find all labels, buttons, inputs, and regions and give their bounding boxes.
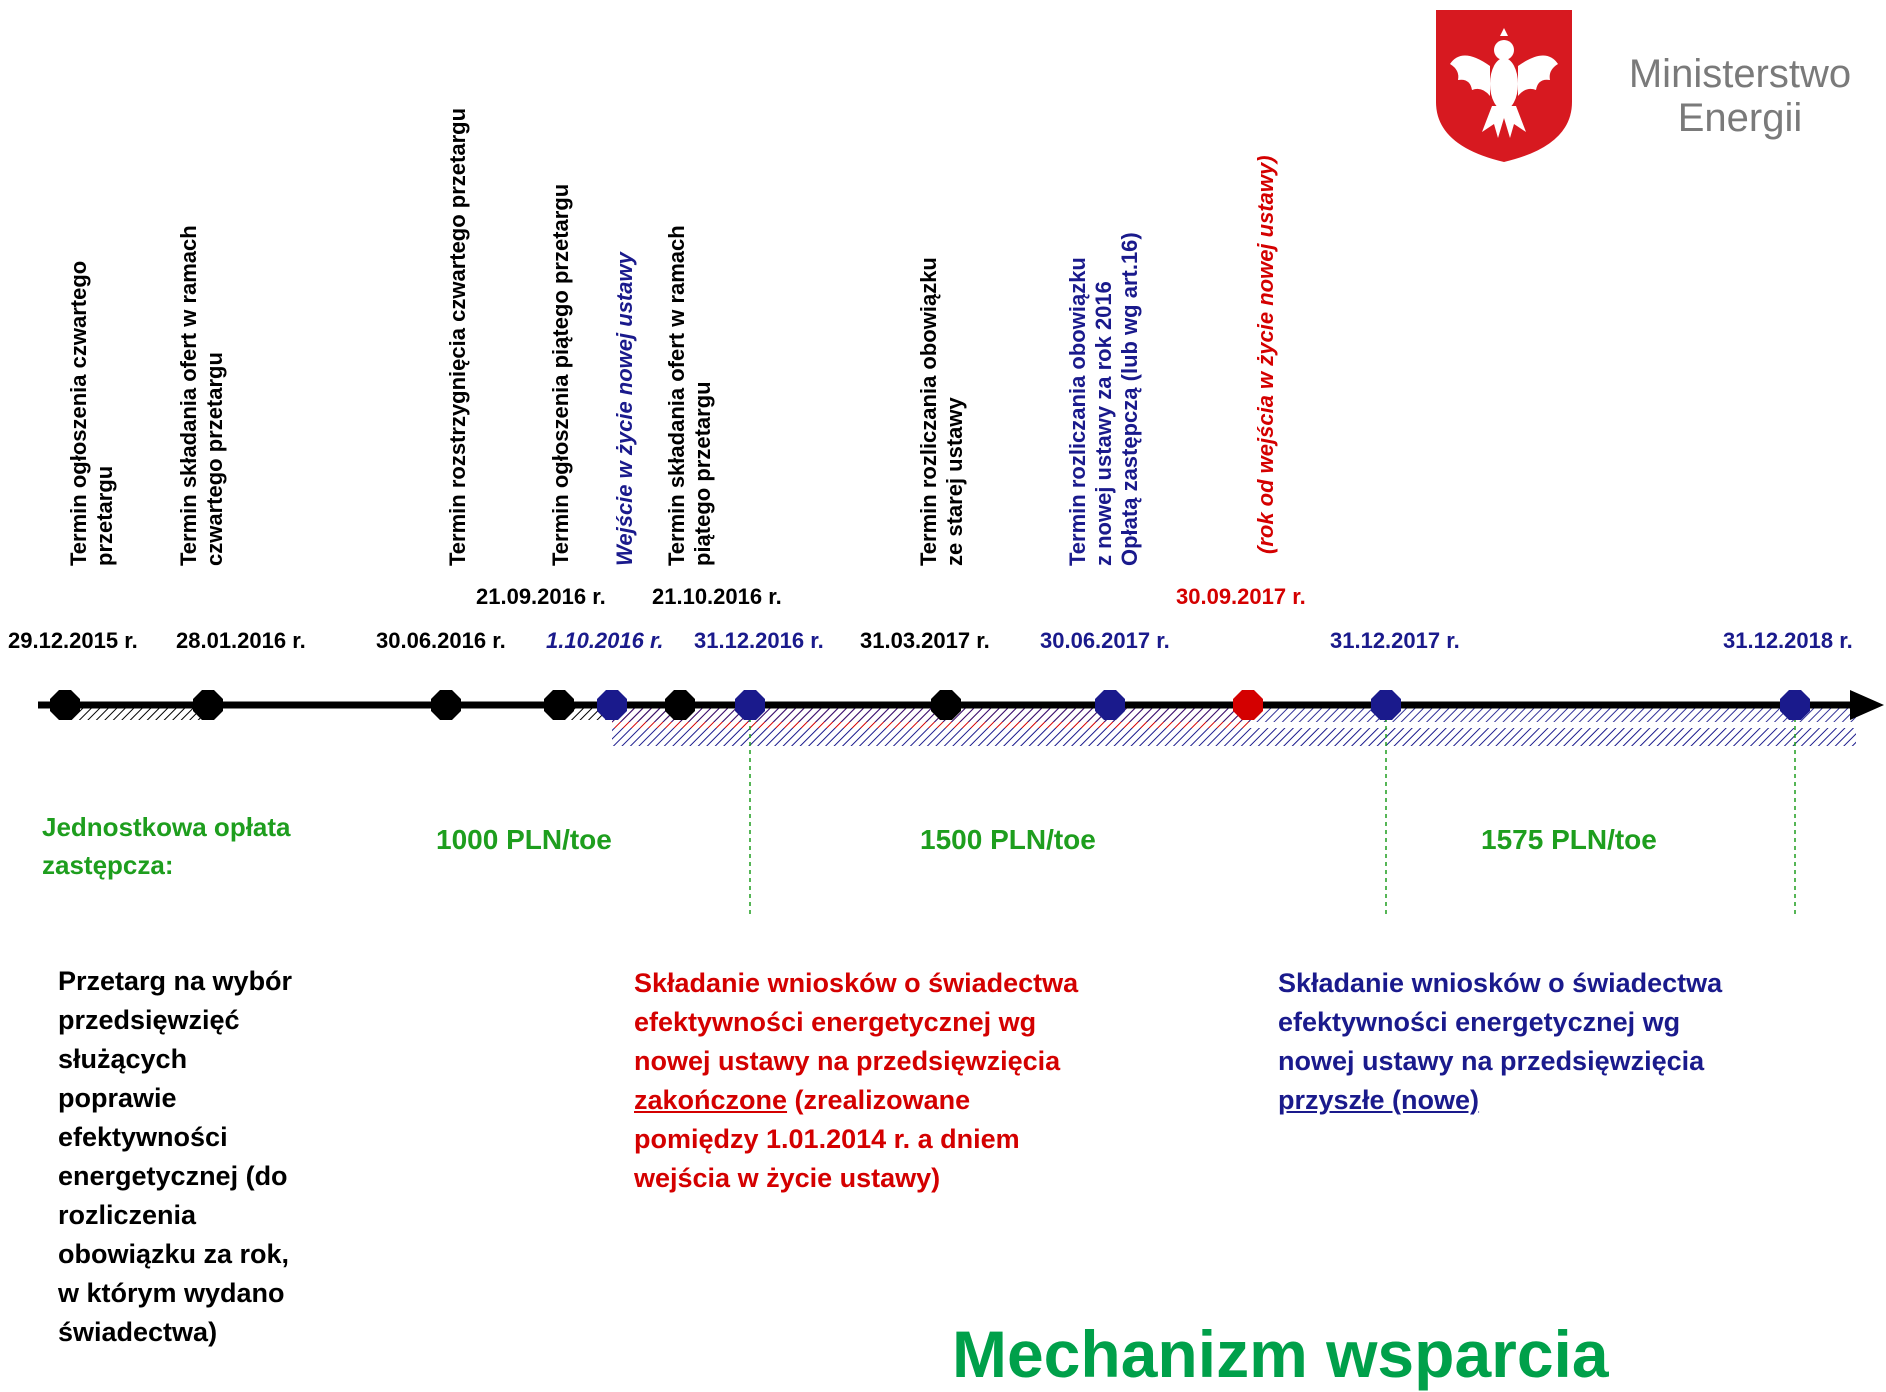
date-2016-10-01: 1.10.2016 r.: [546, 628, 664, 653]
label-new-act-entry: Wejście w życie nowej ustawy: [612, 252, 637, 566]
date-2016-10-21: 21.10.2016 r.: [652, 584, 782, 609]
date-2017-12-31: 31.12.2017 r.: [1330, 628, 1460, 653]
marker-2016-10-21: [665, 690, 695, 720]
date-2016-09-21: 21.09.2016 r.: [476, 584, 606, 609]
new-projects-underlined: przyszłe (nowe): [1278, 1085, 1480, 1115]
marker-2017-09-30: [1233, 690, 1263, 720]
label-tender5-offers: Termin składania ofert w ramach piątego …: [664, 225, 715, 566]
label-tender4-offers: Termin składania ofert w ramach czwarteg…: [176, 225, 227, 566]
label-one-year-after-act: (rok od wejścia w życie nowej ustawy): [1253, 155, 1278, 554]
date-2016-12-31: 31.12.2016 r.: [694, 628, 824, 653]
logo-line-1: Ministerstwo: [1628, 52, 1852, 96]
label-tender5-announcement: Termin ogłoszenia piątego przetargu: [548, 183, 573, 566]
label-tender4-announcement: Termin ogłoszenia czwartego przetargu: [66, 260, 117, 566]
date-2015-12-29: 29.12.2015 r.: [8, 628, 138, 653]
marker-2017-03-31: [931, 690, 961, 720]
rate-1575: 1575 PLN/toe: [1481, 824, 1657, 855]
label-old-act-settlement: Termin rozliczania obowiązku ze starej u…: [916, 257, 967, 566]
label-new-act-settlement-2016: Termin rozliczania obowiązku z nowej ust…: [1065, 232, 1142, 566]
logo-line-2: Energii: [1677, 96, 1803, 140]
label-tender4-resolution: Termin rozstrzygnięcia czwartego przetar…: [445, 107, 470, 566]
date-2017-03-31: 31.03.2017 r.: [860, 628, 990, 653]
timeline-markers: [50, 690, 1810, 720]
marker-2018-12-31: [1780, 690, 1810, 720]
date-2018-12-31: 31.12.2018 r.: [1723, 628, 1853, 653]
fee-label: Jednostkowa opłata zastępcza:: [42, 812, 291, 880]
ministry-logo-text: Ministerstwo Energii: [1594, 52, 1886, 140]
timeline-arrow-head: [1850, 690, 1884, 720]
marker-2016-09-21: [544, 690, 574, 720]
marker-2016-10-01: [597, 690, 627, 720]
tender-note: Przetarg na wybór przedsięwzięć służącyc…: [58, 966, 293, 1347]
new-projects-note: Składanie wniosków o świadectwa efektywn…: [1278, 964, 1722, 1120]
poland-emblem-logo: [1436, 10, 1572, 162]
marker-2017-06-30: [1095, 690, 1125, 720]
marker-2016-01-28: [193, 690, 223, 720]
marker-2017-12-31: [1371, 690, 1401, 720]
date-2017-06-30: 30.06.2017 r.: [1040, 628, 1170, 653]
new-projects-text-1: Składanie wniosków o świadectwa efektywn…: [1278, 968, 1723, 1076]
completed-projects-text-1: Składanie wniosków o świadectwa efektywn…: [634, 968, 1079, 1076]
date-2016-06-30: 30.06.2016 r.: [376, 628, 506, 653]
date-2016-01-28: 28.01.2016 r.: [176, 628, 306, 653]
completed-projects-note: Składanie wniosków o świadectwa efektywn…: [634, 964, 1078, 1198]
marker-2016-06-30: [431, 690, 461, 720]
marker-2016-12-31: [735, 690, 765, 720]
rate-1000: 1000 PLN/toe: [436, 824, 612, 855]
completed-projects-text-2: (zrealizowane pomiędzy 1.01.2014 r. a dn…: [634, 1085, 1020, 1193]
date-2017-09-30: 30.09.2017 r.: [1176, 584, 1306, 609]
marker-2015-12-29: [50, 690, 80, 720]
rate-1500: 1500 PLN/toe: [920, 824, 1096, 855]
completed-projects-underlined: zakończone: [634, 1085, 788, 1115]
slide-title: Mechanizm wsparcia: [952, 1317, 1609, 1391]
hatch-new-projects-period-lower: [612, 728, 1856, 746]
timeline: [38, 690, 1884, 916]
